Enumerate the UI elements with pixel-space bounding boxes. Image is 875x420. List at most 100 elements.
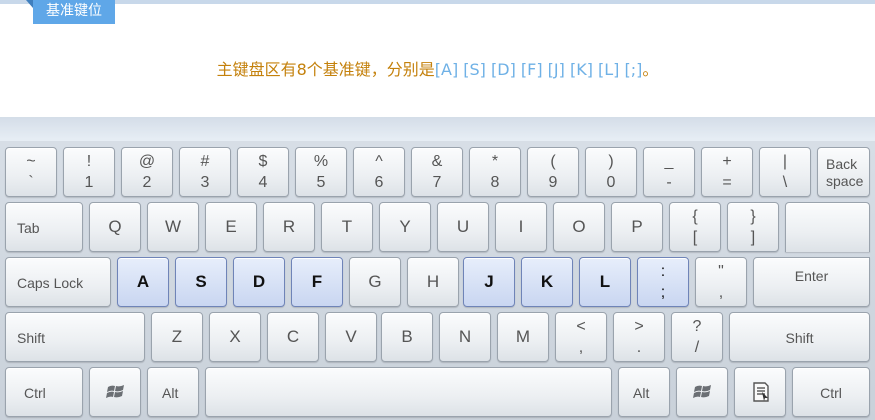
key-label: $ <box>258 153 268 170</box>
key-label: D <box>252 272 266 291</box>
key-label: J <box>484 272 494 291</box>
key-n[interactable]: N <box>439 312 491 362</box>
intro-end: 。 <box>642 60 659 79</box>
key-slash[interactable]: ?/ <box>671 312 723 362</box>
key-label: - <box>666 174 672 191</box>
key-equals[interactable]: += <box>701 147 753 197</box>
key-enter[interactable]: Enter <box>753 257 870 307</box>
key-label: * <box>491 153 499 170</box>
key-s[interactable]: S <box>175 257 227 307</box>
key-3[interactable]: #3 <box>179 147 231 197</box>
key-c[interactable]: C <box>267 312 319 362</box>
key-label: , <box>718 284 724 301</box>
key-t[interactable]: T <box>321 202 373 252</box>
key-z[interactable]: Z <box>151 312 203 362</box>
key-b[interactable]: B <box>381 312 433 362</box>
intro-text: 主键盘区有8个基准键，分别是[A] [S] [D] [F] [J] [K] [L… <box>0 56 875 80</box>
key-8[interactable]: *8 <box>469 147 521 197</box>
key-o[interactable]: O <box>553 202 605 252</box>
key-quote[interactable]: ", <box>695 257 747 307</box>
key-label: : <box>660 263 666 280</box>
key-label: } <box>750 208 756 225</box>
backspace-label-1: Back <box>826 156 858 172</box>
card-shadow <box>0 117 875 139</box>
key-j[interactable]: J <box>463 257 515 307</box>
key-label: ; <box>660 284 666 301</box>
key-win-right[interactable] <box>676 367 728 417</box>
key-9[interactable]: (9 <box>527 147 579 197</box>
key-caps-lock[interactable]: Caps Lock <box>5 257 111 307</box>
key-label: 5 <box>316 174 326 191</box>
key-period[interactable]: >. <box>613 312 665 362</box>
key-label: < <box>576 318 586 335</box>
key-label: 0 <box>606 174 616 191</box>
key-label: Enter <box>794 268 829 284</box>
key-label: P <box>631 217 643 236</box>
key-6[interactable]: ^6 <box>353 147 405 197</box>
key-win-left[interactable] <box>89 367 141 417</box>
key-semicolon[interactable]: :; <box>637 257 689 307</box>
key-u[interactable]: U <box>437 202 489 252</box>
key-label: Alt <box>633 385 650 401</box>
key-tab[interactable]: Tab <box>5 202 83 252</box>
key-g[interactable]: G <box>349 257 401 307</box>
key-l[interactable]: L <box>579 257 631 307</box>
key-alt-left[interactable]: Alt <box>147 367 199 417</box>
keyboard: ~` !1 @2 #3 $4 %5 ^6 &7 *8 (9 )0 _- += |… <box>0 141 875 420</box>
key-q[interactable]: Q <box>89 202 141 252</box>
key-label: 1 <box>84 174 94 191</box>
key-minus[interactable]: _- <box>643 147 695 197</box>
key-i[interactable]: I <box>495 202 547 252</box>
key-open-bracket[interactable]: {[ <box>669 202 721 252</box>
key-5[interactable]: %5 <box>295 147 347 197</box>
key-label: > <box>634 318 644 335</box>
key-e[interactable]: E <box>205 202 257 252</box>
intro-card: 基准键位 主键盘区有8个基准键，分别是[A] [S] [D] [F] [J] [… <box>0 0 875 117</box>
key-ctrl-right[interactable]: Ctrl <box>792 367 870 417</box>
key-2[interactable]: @2 <box>121 147 173 197</box>
windows-icon <box>106 385 124 398</box>
key-r[interactable]: R <box>263 202 315 252</box>
key-shift-left[interactable]: Shift <box>5 312 145 362</box>
key-p[interactable]: P <box>611 202 663 252</box>
tag-fold <box>26 0 33 8</box>
key-0[interactable]: )0 <box>585 147 637 197</box>
key-f[interactable]: F <box>291 257 343 307</box>
key-shift-right[interactable]: Shift <box>729 312 870 362</box>
key-y[interactable]: Y <box>379 202 431 252</box>
key-enter-top[interactable] <box>785 202 870 252</box>
key-d[interactable]: D <box>233 257 285 307</box>
key-1[interactable]: !1 <box>63 147 115 197</box>
key-label: @ <box>138 153 156 170</box>
key-label: [ <box>692 229 698 246</box>
key-h[interactable]: H <box>407 257 459 307</box>
key-alt-right[interactable]: Alt <box>618 367 670 417</box>
key-w[interactable]: W <box>147 202 199 252</box>
key-space[interactable] <box>205 367 612 417</box>
key-label: ) <box>608 153 614 170</box>
key-comma[interactable]: <, <box>555 312 607 362</box>
key-label: Q <box>108 217 122 236</box>
key-label: ! <box>86 153 92 170</box>
key-4[interactable]: $4 <box>237 147 289 197</box>
key-label: H <box>426 272 440 291</box>
key-label: ^ <box>375 153 383 170</box>
key-a[interactable]: A <box>117 257 169 307</box>
key-m[interactable]: M <box>497 312 549 362</box>
key-backtick[interactable]: ~` <box>5 147 57 197</box>
key-label: # <box>200 153 210 170</box>
key-backslash[interactable]: |\ <box>759 147 811 197</box>
key-close-bracket[interactable]: }] <box>727 202 779 252</box>
key-label: % <box>313 153 329 170</box>
key-x[interactable]: X <box>209 312 261 362</box>
key-label: = <box>722 174 732 191</box>
key-ctrl-left[interactable]: Ctrl <box>5 367 83 417</box>
key-menu[interactable] <box>734 367 786 417</box>
key-label: Tab <box>17 220 40 236</box>
key-label: Ctrl <box>820 385 842 401</box>
key-label: ~ <box>26 153 36 170</box>
key-7[interactable]: &7 <box>411 147 463 197</box>
key-k[interactable]: K <box>521 257 573 307</box>
key-v[interactable]: V <box>325 312 377 362</box>
